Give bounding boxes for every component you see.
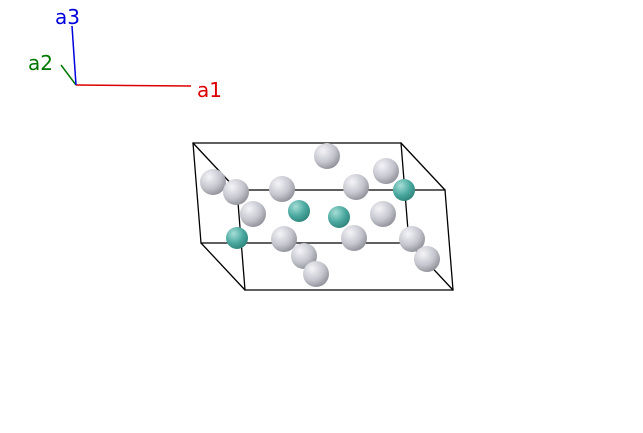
atom-silver[interactable] xyxy=(370,201,396,227)
unit-cell-edge xyxy=(444,189,454,291)
atom-silver[interactable] xyxy=(269,176,295,202)
atom-silver[interactable] xyxy=(200,169,226,195)
axis-label-a2: a2 xyxy=(28,51,53,75)
atom-silver[interactable] xyxy=(240,201,266,227)
unit-cell-edge xyxy=(200,242,246,291)
atom-teal[interactable] xyxy=(328,206,350,228)
atom-silver[interactable] xyxy=(343,174,369,200)
atom-silver[interactable] xyxy=(303,261,329,287)
atom-silver[interactable] xyxy=(414,246,440,272)
axis-line-a1 xyxy=(75,84,192,87)
atom-teal[interactable] xyxy=(226,227,248,249)
atom-teal[interactable] xyxy=(288,200,310,222)
axis-label-a1: a1 xyxy=(197,78,222,102)
atom-silver[interactable] xyxy=(373,158,399,184)
axis-line-a3 xyxy=(71,25,77,86)
atom-silver[interactable] xyxy=(271,226,297,252)
atom-silver[interactable] xyxy=(314,143,340,169)
axis-label-a3: a3 xyxy=(55,5,80,29)
unit-cell-edge xyxy=(192,142,202,244)
atom-silver[interactable] xyxy=(223,179,249,205)
atom-silver[interactable] xyxy=(341,225,367,251)
atom-teal[interactable] xyxy=(393,179,415,201)
unit-cell-edge xyxy=(400,142,446,191)
axis-line-a2 xyxy=(60,64,77,86)
atom-silver[interactable] xyxy=(399,226,425,252)
atoms-group xyxy=(200,143,440,287)
